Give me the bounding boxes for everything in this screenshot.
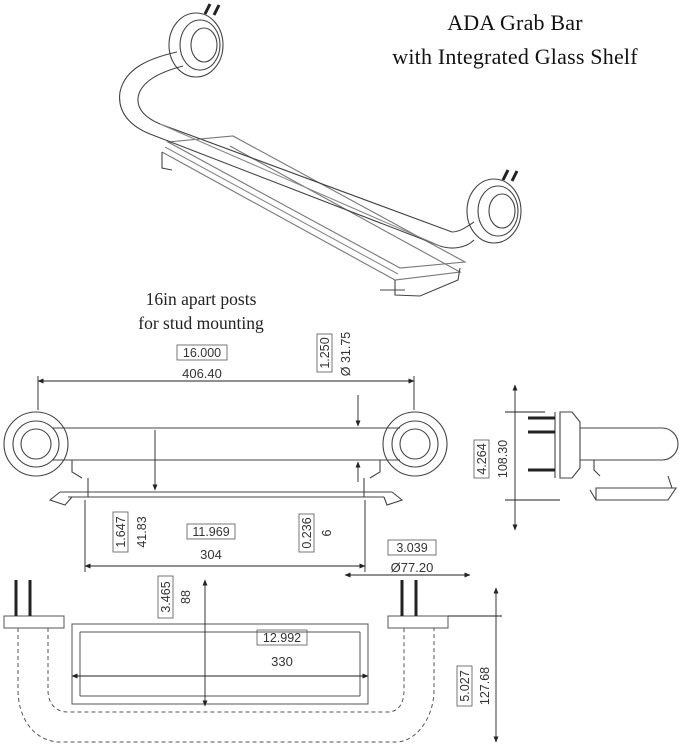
front-right-flange-inner xyxy=(391,420,439,468)
dim-shelf-depth-mm: 88 xyxy=(179,590,193,604)
front-left-flange-inner xyxy=(12,420,60,468)
dim-shelf-drop-in: 1.647 xyxy=(114,516,128,547)
dim-bar-diameter-mm: Ø 31.75 xyxy=(339,332,353,377)
dim-shelf-drop-mm: 41.83 xyxy=(135,516,149,547)
dim-overall-length-in: 16.000 xyxy=(183,346,221,360)
dim-shelf-width-mm: 330 xyxy=(271,654,293,669)
front-left-flange-outer xyxy=(3,411,69,477)
iso-right-flange xyxy=(466,169,522,244)
iso-glass-shelf xyxy=(161,135,467,297)
drawing-title-line-1: ADA Grab Bar xyxy=(447,10,583,35)
front-view xyxy=(3,411,448,506)
dim-overall-length-mm: 406.40 xyxy=(182,366,222,381)
dim-flange-diameter-mm: Ø77.20 xyxy=(391,560,434,575)
dim-shelf-gap-mm: 6 xyxy=(320,529,334,536)
iso-grab-bar xyxy=(119,51,475,249)
dim-shelf-length-mm: 304 xyxy=(200,547,222,562)
dim-bar-diameter-in: 1.250 xyxy=(318,337,332,368)
top-view xyxy=(3,580,449,743)
dim-shelf-length-in: 11.969 xyxy=(192,525,229,539)
top-left-flange xyxy=(3,615,65,629)
drawing-title-line-2: with Integrated Glass Shelf xyxy=(392,44,638,69)
dim-projection-mm: 127.68 xyxy=(478,667,492,705)
dim-depth-in: 4.264 xyxy=(475,443,489,474)
top-bar-outline-inner xyxy=(47,628,405,713)
iso-left-flange xyxy=(168,3,224,78)
side-shelf xyxy=(595,487,678,501)
mounting-note-line-1: 16in apart posts xyxy=(145,289,257,309)
top-shelf xyxy=(71,623,369,705)
isometric-view xyxy=(119,3,522,297)
dim-shelf-width-in: 12.992 xyxy=(263,631,301,645)
dimension-lines xyxy=(37,376,560,743)
dim-projection-in: 5.027 xyxy=(458,670,472,701)
dim-shelf-depth-in: 3.465 xyxy=(159,581,173,612)
side-flange xyxy=(559,411,581,479)
side-view xyxy=(528,411,679,501)
dim-flange-diameter-in: 3.039 xyxy=(396,541,427,555)
side-bar xyxy=(580,427,679,461)
top-right-flange xyxy=(387,615,449,629)
dim-depth-mm: 108.30 xyxy=(496,440,510,478)
mounting-note-line-2: for stud mounting xyxy=(138,313,264,333)
dim-shelf-gap-in: 0.236 xyxy=(300,517,314,548)
front-right-flange-outer xyxy=(382,411,448,477)
top-bar-outline-outer xyxy=(17,628,435,743)
